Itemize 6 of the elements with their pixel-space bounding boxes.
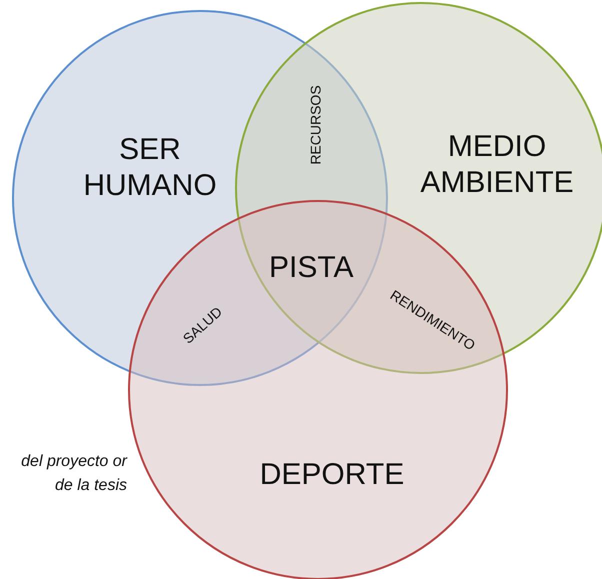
- circle-title: SER HUMANO: [82, 132, 218, 204]
- circle-title: MEDIO AMBIENTE: [419, 129, 575, 201]
- circle-title: DEPORTE: [258, 457, 406, 493]
- overlap-label: RECURSOS: [307, 85, 324, 165]
- center-label: PISTA: [269, 251, 354, 285]
- note-text: del proyecto or de la tesis: [20, 452, 127, 496]
